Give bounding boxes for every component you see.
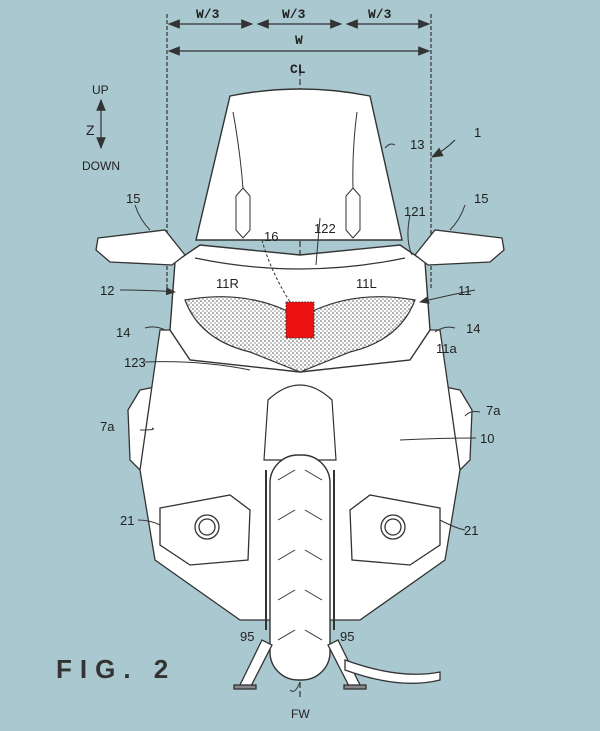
ref-label-fw: FW	[291, 707, 310, 721]
cowl-band-122	[194, 257, 406, 270]
centerline-label: CL	[290, 62, 306, 77]
ref-label-7a-left: 7a	[100, 419, 115, 434]
front-fender	[263, 384, 337, 461]
ref-label-123: 123	[124, 355, 146, 370]
ref-label-14-right: 14	[466, 321, 481, 336]
ref-label-11l: 11L	[356, 276, 377, 291]
ref-label-11: 11	[458, 283, 472, 298]
figure-title: FIG. 2	[56, 654, 177, 684]
front-wheel	[269, 454, 331, 681]
dimension-label-w3-left: W/3	[196, 7, 220, 22]
forks	[265, 470, 335, 630]
ref-label-14-left: 14	[116, 325, 131, 340]
center-stand	[233, 639, 441, 690]
axis-up-label: UP	[92, 83, 109, 97]
ref-label-122: 122	[314, 221, 336, 236]
ref-label-95-left: 95	[240, 629, 255, 644]
ref-label-15-right: 15	[474, 191, 489, 206]
ref-label-95-right: 95	[340, 629, 355, 644]
fog-lights	[159, 494, 441, 566]
mirrors	[95, 229, 505, 266]
dimension-label-w3-center: W/3	[282, 7, 306, 22]
axis-z-label: Z	[86, 122, 95, 138]
sensor-16-highlight	[285, 301, 315, 339]
ref-label-10: 10	[480, 431, 495, 446]
vehicle-pointer-arrow	[430, 139, 456, 158]
leader-lines	[119, 143, 481, 692]
ref-label-15-left: 15	[126, 191, 141, 206]
ref-label-13: 13	[410, 137, 425, 152]
ref-label-1: 1	[474, 125, 482, 140]
dimension-label-w: W	[295, 33, 303, 48]
ref-label-7a-right: 7a	[486, 403, 501, 418]
ref-label-11r: 11R	[216, 276, 239, 291]
ref-label-21-right: 21	[464, 523, 479, 538]
windscreen	[195, 88, 403, 241]
tire-tread	[277, 469, 323, 641]
ref-label-16: 16	[264, 229, 279, 244]
ref-label-11a: 11a	[436, 341, 457, 356]
axis-down-label: DOWN	[82, 159, 120, 173]
dimension-label-w3-right: W/3	[368, 7, 392, 22]
ref-label-21-left: 21	[120, 513, 135, 528]
windscreen-vents	[232, 111, 361, 239]
ref-label-12: 12	[100, 283, 115, 298]
ref-label-121: 121	[404, 204, 426, 219]
